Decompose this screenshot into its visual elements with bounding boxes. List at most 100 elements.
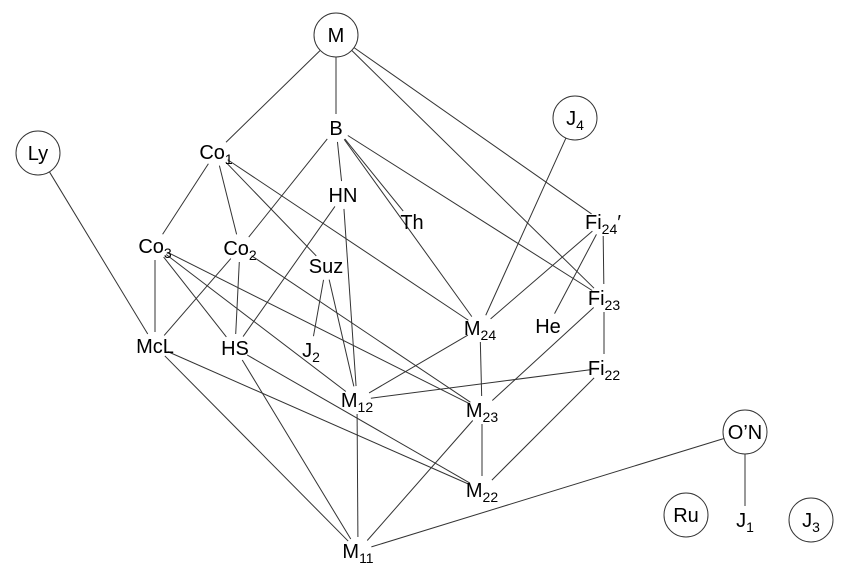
node-circle-M xyxy=(313,12,359,58)
node-J1: J1 xyxy=(736,510,754,535)
node-label-Co3: Co3 xyxy=(138,236,172,261)
edges-layer xyxy=(48,47,746,548)
node-label-Ru: Ru xyxy=(673,505,699,527)
node-base-text: Ru xyxy=(673,505,699,527)
edge-Fi22-M22 xyxy=(491,377,595,481)
node-Th: Th xyxy=(400,212,423,234)
node-circle-Ru xyxy=(663,492,709,538)
edge-McL-M22 xyxy=(167,351,470,485)
node-Co1: Co1 xyxy=(199,142,233,167)
node-label-M: M xyxy=(328,25,345,47)
edge-Co1-Suz xyxy=(225,161,317,257)
edge-Suz-J2 xyxy=(312,279,325,337)
node-subscript: 3 xyxy=(812,519,820,535)
node-J3: J3 xyxy=(788,497,834,543)
node-Ly: Ly xyxy=(15,130,61,176)
edge-Ly-McL xyxy=(48,171,149,335)
node-base-text: M xyxy=(466,480,483,502)
node-subscript: 23 xyxy=(605,297,621,313)
node-circle-Ly xyxy=(15,130,61,176)
node-subscript: 22 xyxy=(605,367,621,383)
node-subscript: 2 xyxy=(249,247,257,263)
node-J4: J4 xyxy=(552,95,598,141)
node-label-M23: M23 xyxy=(466,400,498,425)
edge-M23-M11 xyxy=(366,420,474,541)
node-base-text: Fi xyxy=(585,212,602,234)
edge-McL-M11 xyxy=(164,355,349,542)
node-label-ON: O’N xyxy=(728,422,762,444)
node-base-text: O’N xyxy=(728,422,762,444)
node-base-text: J xyxy=(566,108,576,130)
node-Fi24p: Fi24′ xyxy=(585,212,621,237)
node-subscript: 23 xyxy=(483,409,499,425)
node-subscript: 2 xyxy=(312,349,320,365)
node-base-text: Ly xyxy=(28,143,48,165)
node-subscript: 3 xyxy=(164,245,172,261)
edge-Fi24p-M24 xyxy=(490,230,593,320)
node-M24: M24 xyxy=(464,318,496,343)
node-base-text: J xyxy=(302,340,312,362)
node-subscript: 12 xyxy=(358,399,374,415)
node-label-Fi22: Fi22 xyxy=(588,358,620,383)
edge-Co1-Co2 xyxy=(218,165,238,235)
edge-Fi24p-He xyxy=(554,234,597,314)
edge-B-Co2 xyxy=(248,138,328,238)
edge-HS-M11 xyxy=(241,359,352,540)
node-McL: McL xyxy=(136,336,174,358)
node-Ru: Ru xyxy=(663,492,709,538)
edge-Suz-M12 xyxy=(328,279,355,387)
node-base-text: M xyxy=(328,25,345,47)
node-label-Co2: Co2 xyxy=(223,238,257,263)
node-base-text: M xyxy=(341,390,358,412)
node-base-text: Co xyxy=(223,238,249,260)
node-Suz: Suz xyxy=(309,256,343,278)
node-label-Co1: Co1 xyxy=(199,142,233,167)
node-base-text: Suz xyxy=(309,256,343,278)
node-label-J1: J1 xyxy=(736,510,754,535)
edge-M-Fi24p xyxy=(353,47,592,215)
node-B: B xyxy=(329,118,342,140)
edge-B-Fi23 xyxy=(347,135,593,291)
node-label-M24: M24 xyxy=(464,318,496,343)
node-base-text: M xyxy=(466,400,483,422)
node-M23: M23 xyxy=(466,400,498,425)
node-base-text: McL xyxy=(136,336,174,358)
node-M22: M22 xyxy=(466,480,498,505)
node-label-M11: M11 xyxy=(342,541,373,566)
edge-Co3-M23 xyxy=(167,251,470,405)
node-subscript: 1 xyxy=(746,519,754,535)
node-subscript: 22 xyxy=(483,489,499,505)
edge-Co3-M12 xyxy=(165,254,347,392)
edge-M24-M12 xyxy=(368,334,469,394)
node-J2: J2 xyxy=(302,340,320,365)
edge-Fi24p-Fi23 xyxy=(602,235,605,285)
node-label-McL: McL xyxy=(136,336,174,358)
node-HN: HN xyxy=(329,185,358,207)
node-circle-ON xyxy=(722,409,768,455)
node-label-J3: J3 xyxy=(802,510,820,535)
node-label-Fi23: Fi23 xyxy=(588,288,620,313)
node-label-J2: J2 xyxy=(302,340,320,365)
edge-Co3-HS xyxy=(163,256,227,338)
node-base-text: HN xyxy=(329,185,358,207)
node-ON: O’N xyxy=(722,409,768,455)
edge-Fi22-M12 xyxy=(370,369,591,399)
edge-M-Fi23 xyxy=(351,50,595,289)
edge-B-HN xyxy=(336,141,343,182)
edge-B-M24 xyxy=(343,139,473,317)
node-label-Fi24p: Fi24′ xyxy=(585,212,621,237)
edge-HN-M12 xyxy=(343,208,357,387)
node-base-text: B xyxy=(329,118,342,140)
node-M: M xyxy=(313,12,359,58)
node-Co3: Co3 xyxy=(138,236,172,261)
node-base-text: He xyxy=(535,316,561,338)
node-subscript: 1 xyxy=(225,151,233,167)
edge-Co2-HS xyxy=(235,261,240,335)
node-Co2: Co2 xyxy=(223,238,257,263)
node-label-Ly: Ly xyxy=(28,143,48,165)
node-label-J4: J4 xyxy=(566,108,584,133)
node-He: He xyxy=(535,316,561,338)
edge-HN-HS xyxy=(242,206,336,337)
